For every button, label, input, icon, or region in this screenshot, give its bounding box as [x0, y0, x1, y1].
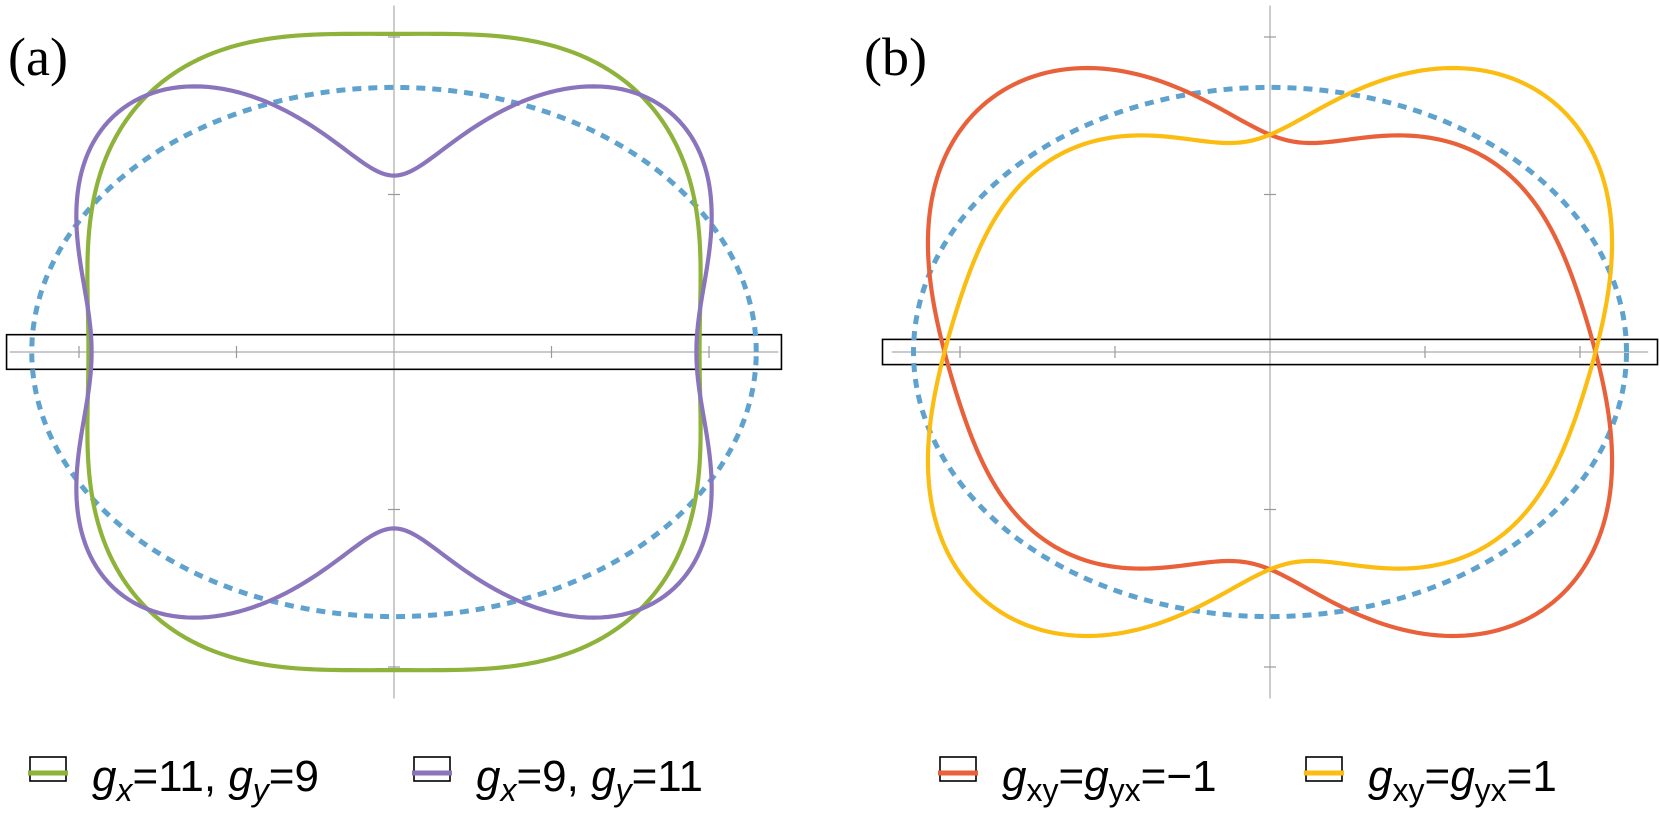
series-line-1: [85, 31, 703, 673]
series-line-2: [74, 84, 714, 620]
legend-label: gxy=gyx=−1: [1002, 752, 1217, 808]
legend-swatch-box: [1305, 756, 1343, 782]
legend-item: gx=9, gy=11: [412, 752, 703, 808]
legend-label: gx=11, gy=9: [92, 752, 319, 808]
highlight-band: [5, 333, 783, 371]
legend-item: gxy=gyx=−1: [938, 752, 1217, 808]
panel-label: (a): [8, 27, 68, 87]
legend-label: gxy=gyx=1: [1368, 752, 1557, 808]
legend-swatch-box: [29, 756, 67, 782]
legend-swatch-box: [939, 756, 977, 782]
panel-a: (a): [5, 5, 783, 699]
legend: gx=11, gy=9 gx=9, gy=11 gxy=gyx=−1 gxy=gyx=…: [28, 752, 1557, 808]
legend-swatch-box: [413, 756, 451, 782]
panel-label: (b): [864, 27, 927, 87]
legend-item: gxy=gyx=1: [1304, 752, 1557, 808]
reference-curve: [29, 84, 759, 620]
legend-item: gx=11, gy=9: [28, 752, 319, 808]
reference-curve: [910, 84, 1630, 620]
panel-b: (b): [864, 5, 1659, 699]
highlight-band: [881, 338, 1659, 366]
series-line-2: [925, 65, 1615, 639]
legend-label: gx=9, gy=11: [476, 752, 703, 808]
